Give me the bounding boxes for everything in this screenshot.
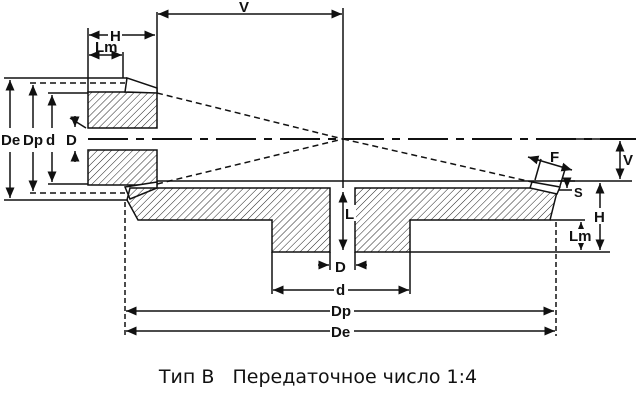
label-De-left: De <box>1 132 20 149</box>
gear-body-right <box>354 187 559 253</box>
label-D-left: D <box>66 132 77 149</box>
gear-tooth <box>529 181 562 195</box>
pinion-hub-bottom <box>87 149 158 186</box>
pinion-tooth-top <box>124 77 158 94</box>
label-V-right: V <box>623 152 633 169</box>
label-De-bottom: De <box>331 324 350 341</box>
label-D-bottom: D <box>335 259 346 276</box>
label-Lm-right: Lm <box>569 228 592 245</box>
label-L: L <box>345 206 354 223</box>
label-Dp-bottom: Dp <box>331 303 351 320</box>
label-H-right: H <box>594 209 605 226</box>
dim-F <box>527 155 573 172</box>
gear-body-left <box>126 187 331 253</box>
label-d-bottom: d <box>336 282 345 299</box>
label-H-top: H <box>110 28 121 45</box>
caption: Тип B Передаточное число 1:4 <box>158 366 478 388</box>
label-Dp-left: Dp <box>23 132 43 149</box>
label-V-top: V <box>239 0 249 16</box>
pinion-hub-top <box>87 91 158 129</box>
label-d-left: d <box>46 132 55 149</box>
label-F: F <box>550 149 559 166</box>
label-Lm-top: Lm <box>95 39 118 56</box>
label-S: S <box>574 185 583 200</box>
